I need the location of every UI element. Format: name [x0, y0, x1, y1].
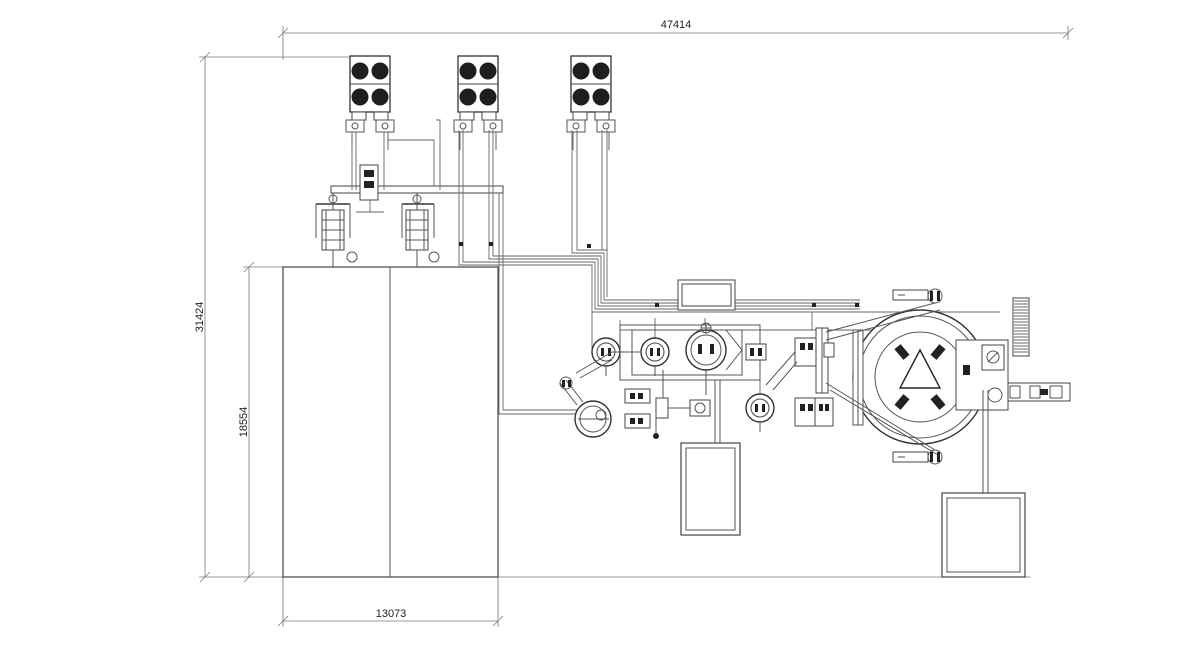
pumps [591, 337, 775, 432]
filter-unit-3 [566, 55, 616, 150]
tank-width-label: 13073 [376, 608, 407, 620]
header-pipe [330, 164, 504, 213]
collection-tank-right [941, 492, 1026, 578]
overall-width-label: 47414 [661, 19, 692, 31]
pump-b [640, 337, 670, 376]
collection-tank-center [680, 380, 741, 536]
dimension-overall-width: 47414 [277, 19, 1074, 60]
pipe-bundle [351, 119, 1000, 415]
central-reactor [685, 322, 767, 395]
dimension-tank-width: 13073 [277, 577, 504, 627]
storage-tank [282, 266, 499, 578]
pump-a [591, 337, 621, 376]
motor-gearbox [955, 339, 1071, 531]
overall-height-label: 31424 [194, 302, 206, 333]
filter-unit-2 [453, 55, 503, 150]
valve-stack-left [624, 370, 711, 439]
filter-unit-1 [345, 55, 395, 150]
dimension-tank-height: 18554 [238, 261, 283, 583]
pump-c [745, 393, 775, 432]
tank-height-label: 18554 [238, 407, 250, 438]
large-drum [825, 288, 988, 465]
hopper-left [315, 190, 358, 267]
hopper-right [401, 190, 440, 267]
left-dosing-pump [559, 351, 640, 438]
valve-block-right [765, 327, 835, 427]
control-panel-box [677, 279, 736, 311]
ladder-rungs [1014, 300, 1028, 353]
filter-units [345, 55, 616, 150]
conveyor-ladder [1012, 297, 1030, 357]
